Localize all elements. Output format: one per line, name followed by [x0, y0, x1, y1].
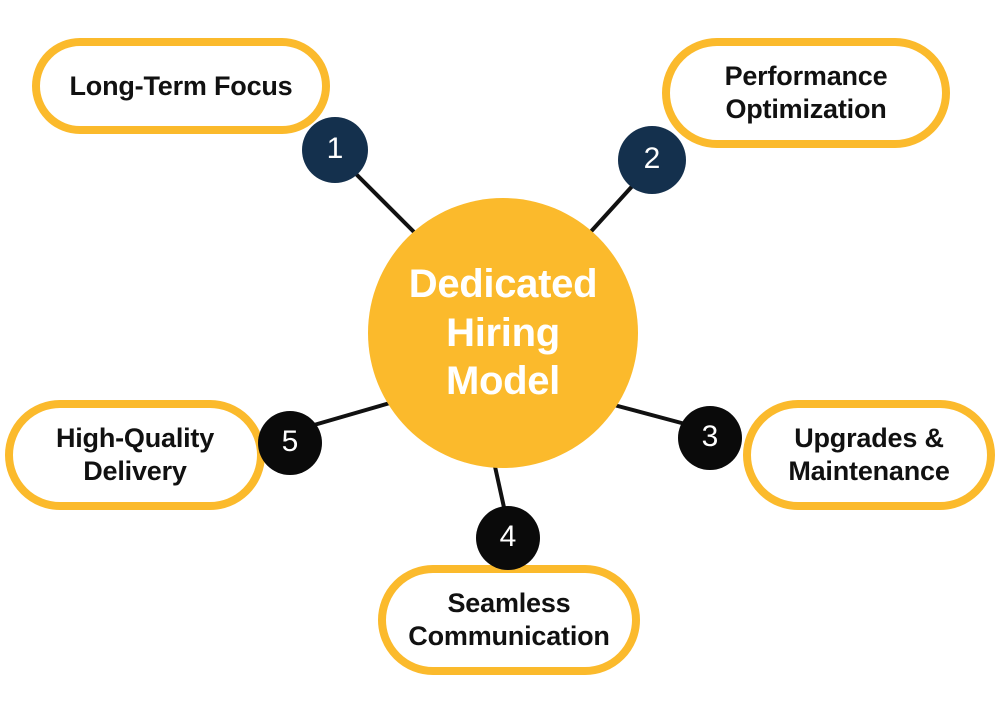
node-badge-number-3: 3: [701, 420, 719, 453]
node-label-1: Long-Term Focus: [69, 70, 293, 101]
node-upgrades-maintenance[interactable]: Upgrades & Maintenance: [743, 400, 995, 510]
node-badge-4[interactable]: 4: [476, 506, 540, 570]
node-badge-1[interactable]: 1: [302, 117, 368, 183]
node-label-3: Upgrades & Maintenance: [788, 423, 950, 486]
connector-line-5: [312, 401, 392, 427]
connector-line-3: [612, 403, 691, 427]
connector-line-1: [350, 168, 424, 242]
node-badge-number-4: 4: [499, 520, 517, 553]
node-badge-5[interactable]: 5: [258, 411, 322, 475]
node-badge-number-5: 5: [281, 425, 299, 458]
node-high-quality-delivery[interactable]: High-Quality Delivery: [5, 400, 265, 510]
node-badge-number-1: 1: [326, 132, 344, 165]
node-badge-number-2: 2: [643, 142, 661, 175]
node-long-term-focus[interactable]: Long-Term Focus: [32, 38, 330, 134]
connector-line-2: [584, 180, 638, 239]
node-badge-2[interactable]: 2: [618, 126, 686, 194]
center-node[interactable]: Dedicated Hiring Model: [368, 198, 638, 468]
node-performance-optimization[interactable]: Performance Optimization: [662, 38, 950, 148]
center-node-label: Dedicated Hiring Model: [408, 261, 598, 404]
node-seamless-communication[interactable]: Seamless Communication: [378, 565, 640, 675]
connector-line-4: [492, 460, 507, 514]
node-badge-3[interactable]: 3: [678, 406, 742, 470]
node-label-2: Performance Optimization: [724, 61, 888, 124]
node-label-4: Seamless Communication: [408, 588, 610, 651]
node-label-5: High-Quality Delivery: [55, 423, 215, 486]
